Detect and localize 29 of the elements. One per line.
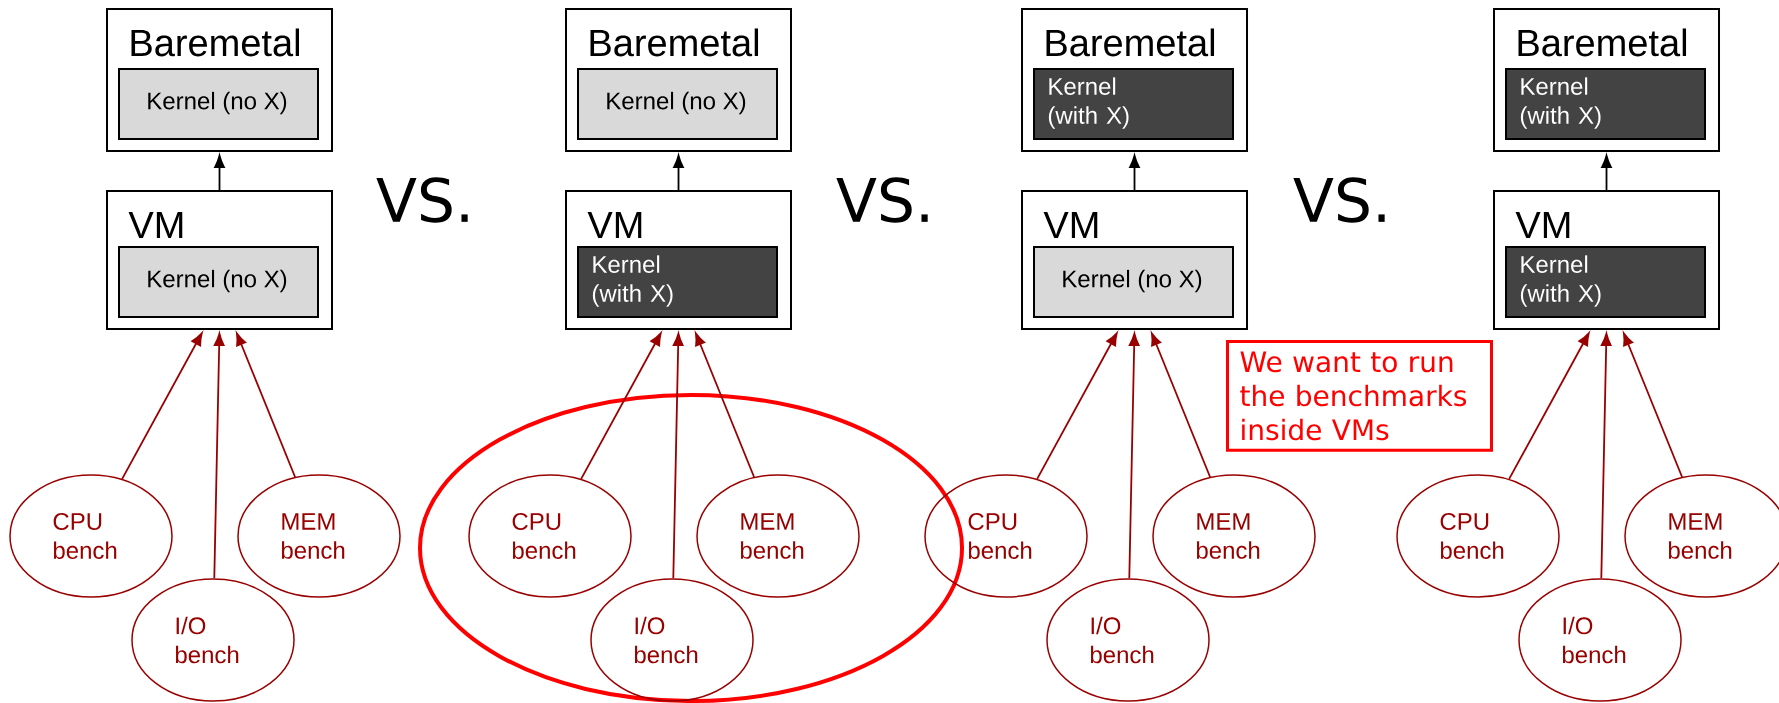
kernel-box: Kernel (no X) [118, 68, 319, 140]
arrow [1151, 332, 1211, 478]
arrow [121, 332, 203, 480]
kernel-box: Kernel (with X) [1505, 68, 1706, 140]
arrow [1128, 332, 1140, 580]
arrow [1600, 332, 1612, 580]
arrow [236, 332, 296, 478]
kernel-box: Kernel (with X) [577, 246, 778, 318]
arrow [214, 154, 225, 191]
kernel-box: Kernel (no X) [577, 68, 778, 140]
kernel-box: Kernel (with X) [1033, 68, 1234, 140]
arrow [213, 332, 225, 580]
arrow [672, 332, 684, 580]
kernel-box: Kernel (no X) [1033, 246, 1234, 318]
arrow [1036, 332, 1118, 480]
arrow [1129, 154, 1140, 191]
arrow [1508, 332, 1590, 480]
highlight-ellipse [418, 393, 964, 703]
kernel-box: Kernel (no X) [118, 246, 319, 318]
kernel-box: Kernel (with X) [1505, 246, 1706, 318]
vs-label: VS. [836, 177, 928, 223]
arrow [673, 154, 684, 191]
arrow [695, 332, 755, 478]
callout-box: We want to run the benchmarks inside VMs [1226, 340, 1493, 452]
vs-label: VS. [376, 177, 468, 223]
arrow [1601, 154, 1612, 191]
arrow [1623, 332, 1683, 478]
arrow [580, 332, 662, 480]
vs-label: VS. [1293, 177, 1385, 223]
